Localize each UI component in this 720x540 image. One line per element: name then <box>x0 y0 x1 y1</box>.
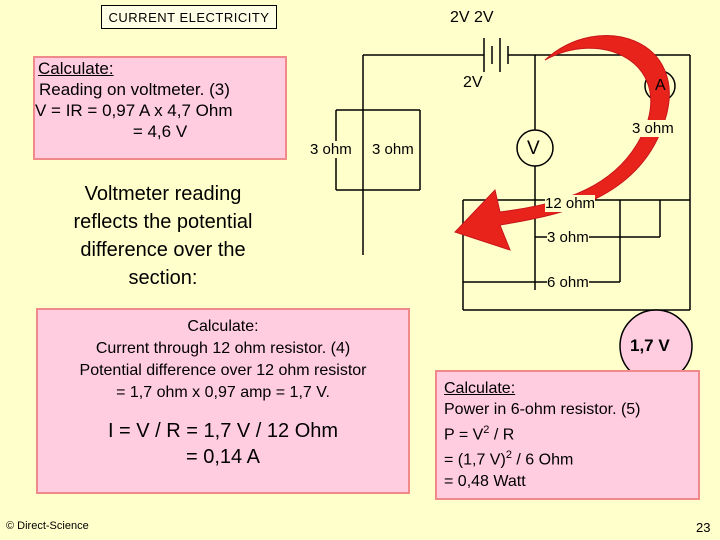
voltmeter-calculation-box: Calculate: Reading on voltmeter. (3) V =… <box>33 56 287 160</box>
explanation-line4: section: <box>128 267 198 289</box>
box2-line4: = 1,7 ohm x 0,97 amp = 1,7 V. <box>116 384 330 401</box>
power-calculation-box: Calculate: Power in 6-ohm resistor. (5) … <box>435 370 700 500</box>
box2-line3: Potential difference over 12 ohm resisto… <box>79 362 367 379</box>
box3-heading: Calculate: <box>444 380 516 397</box>
copyright-text: © Direct-Science <box>6 520 89 532</box>
explanation-line3: difference over the <box>80 239 246 261</box>
page-number: 23 <box>696 520 711 535</box>
box1-heading: Calculate: <box>38 59 114 78</box>
box2-line2: Current through 12 ohm resistor. (4) <box>95 340 351 357</box>
red-arrow-icon <box>454 35 670 251</box>
explanation-line2: reflects the potential <box>73 211 253 233</box>
box2-heading: Calculate: <box>187 318 259 335</box>
battery-label-mid: 2V <box>463 74 483 91</box>
slide-title: CURRENT ELECTRICITY <box>101 5 277 29</box>
box3-line2: Power in 6-ohm resistor. (5) <box>444 401 641 418</box>
resistor-3ohm-left-2: 3 ohm <box>372 141 414 158</box>
box2-line6: = 0,14 A <box>186 446 260 468</box>
battery-label-top: 2V 2V <box>450 9 494 26</box>
ammeter-label: A <box>655 77 666 94</box>
box2-line5: I = V / R = 1,7 V / 12 Ohm <box>107 420 339 442</box>
box3-line3: P = V2 / R <box>444 424 515 444</box>
voltmeter-icon <box>516 129 554 167</box>
resistor-3ohm-parallel: 3 ohm <box>547 229 589 246</box>
resistor-12ohm: 12 ohm <box>545 195 596 212</box>
box1-line2: Reading on voltmeter. (3) <box>39 80 230 99</box>
resistor-3ohm-right: 3 ohm <box>632 120 674 137</box>
resistor-6ohm: 6 ohm <box>547 274 589 291</box>
explanation-line1: Voltmeter reading <box>84 183 242 205</box>
voltmeter-label: V <box>527 138 540 159</box>
box1-line4: = 4,6 V <box>132 122 188 141</box>
explanation-text: Voltmeter reading reflects the potential… <box>36 180 290 292</box>
box3-line5: = 0,48 Watt <box>444 472 526 490</box>
box1-line3: V = IR = 0,97 A x 4,7 Ohm <box>35 101 233 120</box>
box3-line4: = (1,7 V)2 / 6 Ohm <box>444 449 574 469</box>
volt-reading-label: 1,7 V <box>630 336 670 355</box>
current-calculation-box: Calculate: Current through 12 ohm resist… <box>36 308 410 494</box>
resistor-3ohm-left-1: 3 ohm <box>310 141 352 158</box>
